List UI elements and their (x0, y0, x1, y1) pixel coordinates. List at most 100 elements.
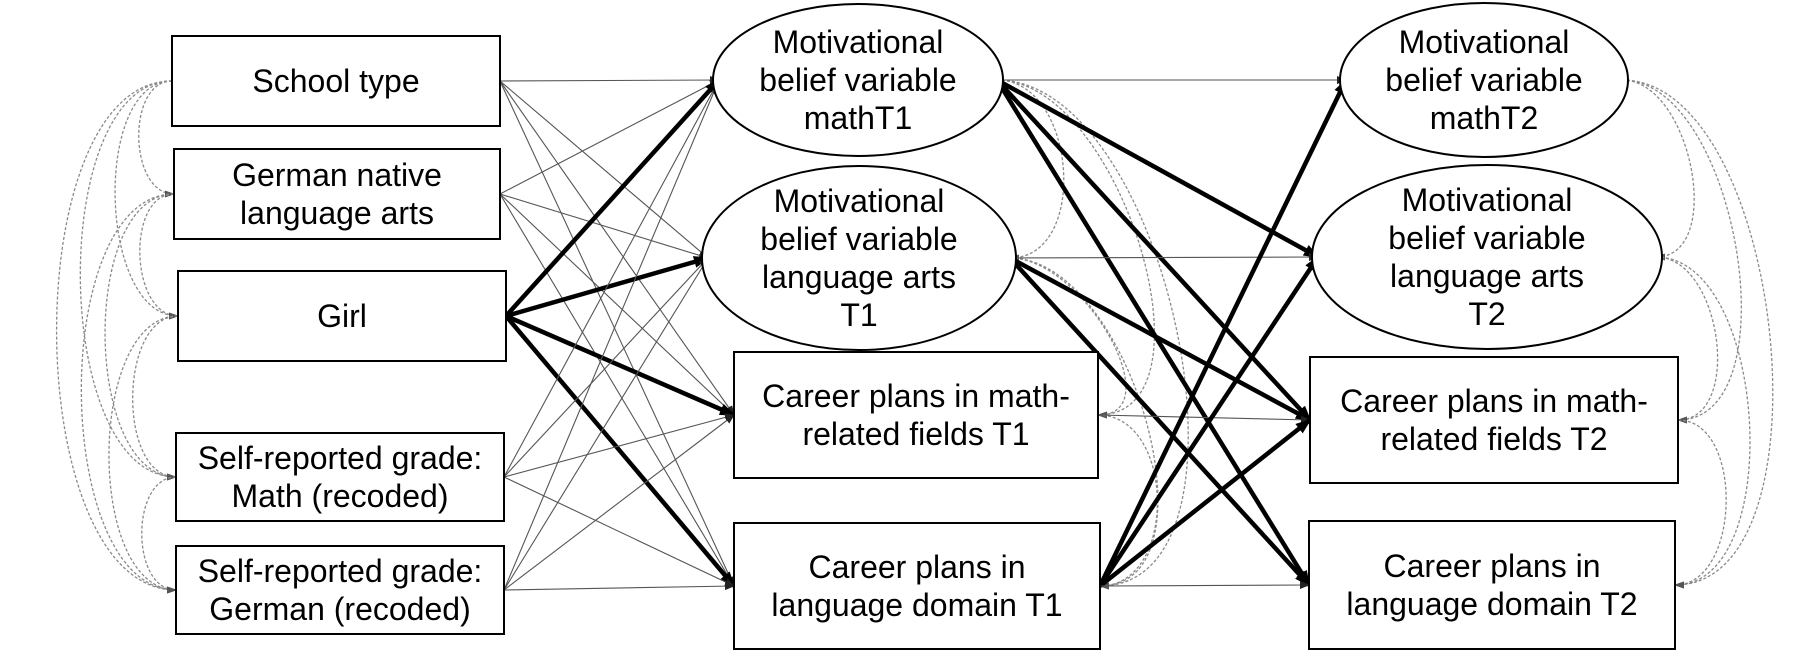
covariance-arc-school-type-girl (114, 77, 182, 320)
node-label-line: language arts (240, 195, 434, 231)
node-label-line: Motivational (1399, 24, 1570, 60)
covariance-arc-girl-grade-german (108, 312, 188, 594)
node-label-line: Math (recoded) (232, 478, 449, 514)
path-arrow-grade-math-to-career-math-t1 (503, 413, 735, 478)
node-label-line: language domain T1 (771, 587, 1062, 623)
covariance-arc-career-math-t1-career-lang-t1 (1088, 411, 1158, 590)
observed-box (733, 351, 1099, 479)
covariance-arc-mot-math-t2-career-math-t2 (1612, 76, 1742, 424)
node-label-line: Motivational (774, 183, 945, 219)
node-label-line: Motivational (773, 24, 944, 60)
path-arrow-career-lang-t1-to-mot-lang-t2 (1098, 255, 1320, 588)
path-arrow-german-native-to-mot-math-t1 (499, 79, 720, 195)
node-grade-german: Self-reported grade:German (recoded) (175, 545, 505, 635)
node-label-line: Career plans in math- (762, 378, 1070, 414)
path-arrow-grade-math-to-career-lang-t1 (503, 476, 735, 587)
node-label-line: Self-reported grade: (198, 440, 483, 476)
node-label-line: belief variable (760, 221, 957, 257)
node-career-math-t1: Career plans in math-related fields T1 (733, 351, 1099, 479)
observed-box (173, 148, 501, 240)
node-label-line: Career plans in math- (1340, 383, 1648, 419)
path-arrow-mot-math-t1-to-mot-lang-t2 (995, 78, 1320, 259)
node-label-line: mathT2 (1430, 100, 1538, 136)
path-arrow-grade-math-to-mot-math-t1 (503, 79, 720, 478)
covariance-arc-mot-lang-t2-career-lang-t2 (1646, 253, 1751, 589)
observed-box (177, 270, 507, 362)
covariance-arc-school-type-grade-math (79, 77, 182, 481)
path-arrow-mot-lang-t1-to-mot-lang-t2 (1009, 253, 1319, 262)
latent-ellipse (1339, 2, 1629, 158)
node-label-line: Girl (317, 298, 367, 334)
path-arrow-grade-math-to-mot-lang-t1 (503, 257, 709, 478)
node-label-line: Career plans in (1384, 548, 1601, 584)
node-school-type: School type (171, 35, 501, 127)
node-label-line: language arts (1390, 258, 1584, 294)
path-arrow-german-native-to-mot-lang-t1 (499, 193, 709, 260)
covariance-arc-german-native-grade-math (104, 190, 184, 481)
path-arrow-career-lang-t1-to-mot-math-t2 (1097, 78, 1349, 587)
observed-box (171, 35, 501, 127)
latent-ellipse (1311, 164, 1663, 350)
node-grade-math: Self-reported grade:Math (recoded) (175, 432, 505, 522)
node-label-line: related fields T1 (802, 416, 1029, 452)
latent-ellipse (701, 165, 1017, 351)
path-arrow-girl-to-career-lang-t1 (504, 314, 736, 588)
observed-box (1309, 356, 1679, 484)
observed-box (1308, 520, 1676, 650)
node-label-line: T2 (1468, 296, 1505, 332)
path-arrow-school-type-to-career-lang-t1 (499, 80, 735, 587)
path-arrow-mot-lang-t1-to-career-math-t2 (1008, 256, 1312, 422)
path-arrow-mot-math-t1-to-career-lang-t2 (995, 78, 1311, 587)
covariance-arc-german-native-girl (139, 190, 184, 320)
observed-box (175, 545, 505, 635)
node-label-line: belief variable (1385, 62, 1582, 98)
node-label-line: School type (252, 63, 419, 99)
node-label-line: T1 (840, 297, 877, 333)
covariance-arc-school-type-german-native (138, 77, 182, 198)
covariance-arc-girl-grade-math (132, 312, 188, 481)
node-label-line: Self-reported grade: (198, 553, 483, 589)
covariance-arc-school-type-grade-german (55, 77, 182, 594)
path-arrow-grade-german-to-career-math-t1 (503, 414, 735, 591)
covariance-arc-german-native-grade-german (80, 190, 184, 594)
node-label-line: mathT1 (804, 100, 912, 136)
observed-box (175, 432, 505, 522)
latent-ellipse (712, 3, 1004, 157)
path-arrow-career-math-t1-to-career-math-t2 (1097, 414, 1311, 424)
path-arrow-girl-to-career-math-t1 (505, 313, 736, 418)
path-arrow-german-native-to-career-lang-t1 (499, 193, 735, 587)
node-label-line: language domain T2 (1346, 586, 1637, 622)
path-arrow-school-type-to-mot-math-t1 (499, 76, 720, 85)
path-arrow-school-type-to-career-math-t1 (499, 80, 735, 416)
path-arrow-girl-to-mot-math-t1 (504, 78, 721, 318)
covariance-arc-grade-math-grade-german (141, 473, 186, 594)
covariance-arc-mot-math-t1-career-lang-t1 (987, 76, 1189, 590)
node-label-line: German native (232, 157, 442, 193)
observed-box (733, 522, 1101, 650)
path-arrow-grade-german-to-mot-math-t1 (503, 79, 720, 591)
path-arrow-german-native-to-career-math-t1 (499, 193, 735, 416)
node-label-line: belief variable (759, 62, 956, 98)
node-label-line: German (recoded) (209, 591, 470, 627)
node-label-line: Career plans in (809, 549, 1026, 585)
path-arrow-career-lang-t1-to-career-math-t2 (1098, 418, 1312, 588)
path-arrow-mot-lang-t1-to-career-lang-t2 (1008, 256, 1311, 587)
covariance-arc-mot-math-t2-career-lang-t2 (1612, 76, 1774, 589)
path-arrow-school-type-to-mot-lang-t1 (499, 80, 709, 259)
path-arrow-grade-german-to-career-lang-t1 (503, 582, 735, 591)
node-girl: Girl (177, 270, 507, 362)
node-career-math-t2: Career plans in math-related fields T2 (1309, 356, 1679, 484)
path-arrow-grade-german-to-mot-lang-t1 (503, 257, 709, 591)
path-arrow-mot-math-t1-to-career-math-t2 (995, 78, 1312, 422)
path-layer (499, 76, 1349, 591)
path-arrow-career-lang-t1-to-career-lang-t2 (1099, 581, 1310, 590)
node-label-line: related fields T2 (1380, 421, 1607, 457)
